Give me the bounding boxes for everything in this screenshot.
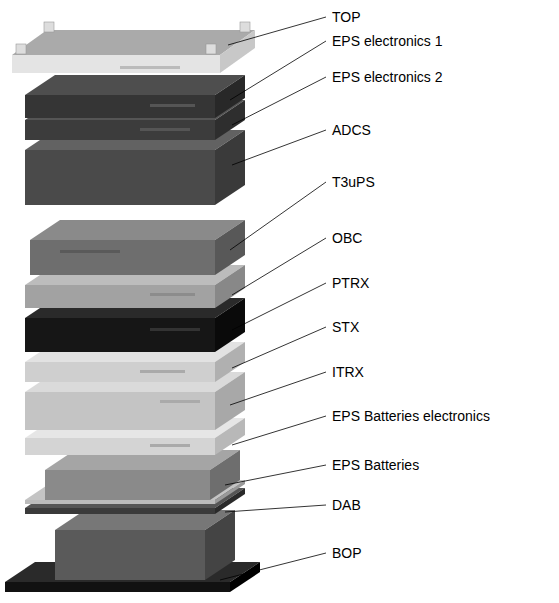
- part-label: TOP: [331, 9, 362, 25]
- top-plate: [12, 22, 255, 73]
- part-label: ADCS: [331, 122, 372, 138]
- battery-block: [45, 450, 240, 500]
- part-label: STX: [331, 319, 360, 335]
- part-label: EPS Batteries electronics: [331, 408, 491, 424]
- t3ups-block: [30, 220, 245, 275]
- bop-block: [55, 510, 235, 580]
- part-label: BOP: [331, 545, 363, 561]
- part-label: EPS electronics 1: [331, 33, 444, 49]
- leader-lines: [220, 17, 326, 580]
- part-label: T3uPS: [331, 174, 376, 190]
- part-label: EPS electronics 2: [331, 69, 444, 85]
- part-label: OBC: [331, 230, 363, 246]
- part-label: PTRX: [331, 275, 370, 291]
- part-label: ITRX: [331, 364, 365, 380]
- part-label: DAB: [331, 497, 362, 513]
- part-label: EPS Batteries: [331, 457, 420, 473]
- adcs-block: [25, 130, 245, 205]
- eps-electronics-1-board: [25, 75, 245, 118]
